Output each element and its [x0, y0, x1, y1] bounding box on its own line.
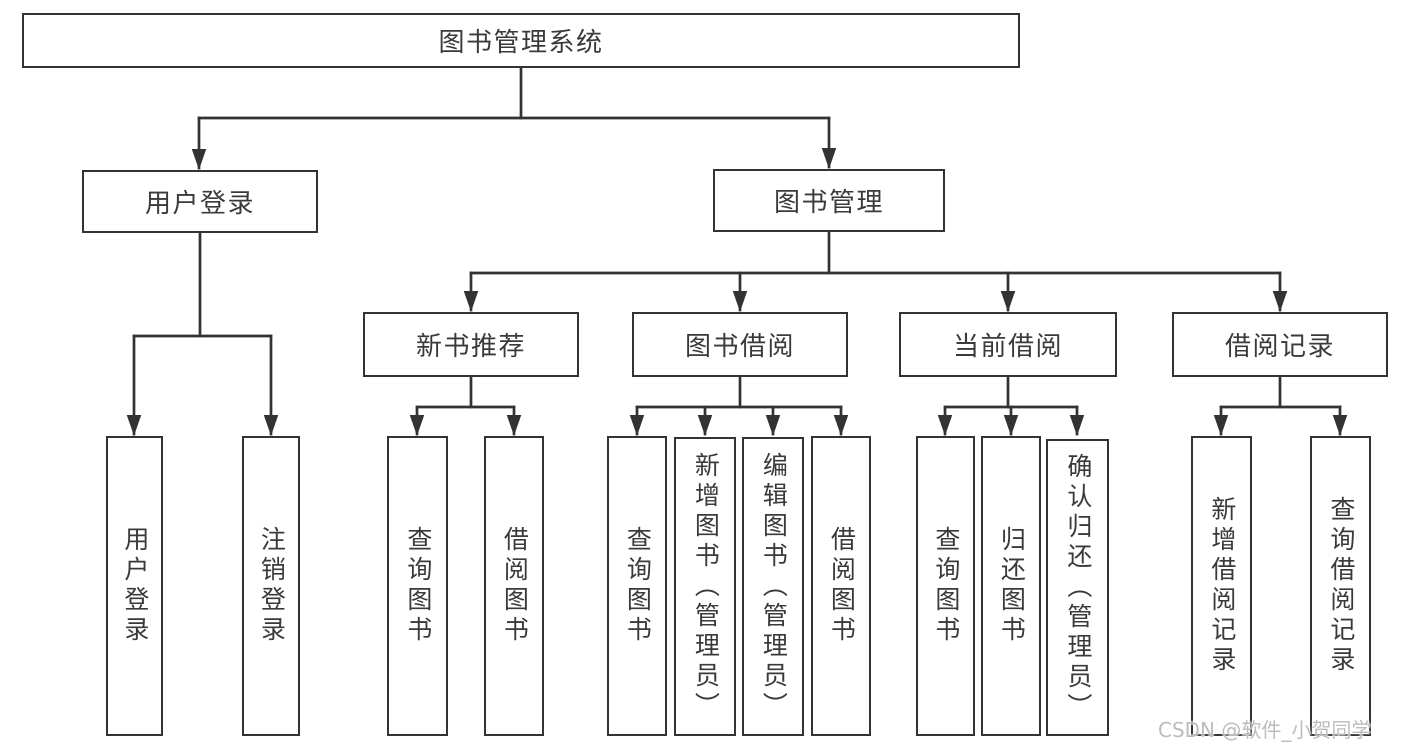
- leaf-logout-label: 注销登录: [257, 526, 287, 646]
- leaf-user-login-label: 用户登录: [120, 526, 150, 646]
- leaf-user-login: 用户登录: [106, 436, 163, 736]
- leaf-nb-borrow: 借阅图书: [484, 436, 544, 736]
- leaf-cb-return: 归还图书: [981, 436, 1041, 736]
- node-borrow-record: 借阅记录: [1172, 312, 1388, 377]
- node-new-book-rec: 新书推荐: [363, 312, 579, 377]
- node-new-book-rec-label: 新书推荐: [415, 332, 526, 362]
- leaf-bb-add-label: 新增图书（管理员）: [691, 451, 721, 722]
- leaf-nb-borrow-label: 借阅图书: [500, 526, 530, 646]
- leaf-bb-query: 查询图书: [607, 436, 667, 736]
- leaf-nb-query-label: 查询图书: [403, 526, 433, 646]
- leaf-bb-borrow: 借阅图书: [811, 436, 871, 736]
- node-current-borrow-label: 当前借阅: [952, 332, 1063, 362]
- leaf-bb-add: 新增图书（管理员）: [674, 437, 736, 736]
- leaf-br-add: 新增借阅记录: [1191, 436, 1252, 736]
- leaf-cb-query-label: 查询图书: [931, 526, 961, 646]
- leaf-nb-query: 查询图书: [387, 436, 448, 736]
- leaf-bb-query-label: 查询图书: [623, 526, 653, 646]
- node-root-label: 图书管理系统: [438, 28, 604, 58]
- leaf-br-query-label: 查询借阅记录: [1326, 496, 1356, 676]
- leaf-cb-confirm: 确认归还（管理员）: [1046, 439, 1109, 736]
- leaf-bb-borrow-label: 借阅图书: [827, 526, 857, 646]
- node-book-mgmt-label: 图书管理: [773, 188, 884, 218]
- node-book-borrow: 图书借阅: [632, 312, 848, 377]
- leaf-br-add-label: 新增借阅记录: [1207, 496, 1237, 676]
- node-user-login: 用户登录: [82, 170, 318, 233]
- leaf-bb-edit-label: 编辑图书（管理员）: [759, 451, 789, 722]
- leaf-cb-confirm-label: 确认归还（管理员）: [1063, 452, 1093, 723]
- leaf-br-query: 查询借阅记录: [1310, 436, 1371, 736]
- node-book-borrow-label: 图书借阅: [684, 332, 795, 362]
- node-root: 图书管理系统: [22, 13, 1020, 68]
- leaf-cb-return-label: 归还图书: [997, 526, 1027, 646]
- node-borrow-record-label: 借阅记录: [1224, 332, 1335, 362]
- leaf-cb-query: 查询图书: [916, 436, 975, 736]
- node-current-borrow: 当前借阅: [899, 312, 1117, 377]
- node-book-mgmt: 图书管理: [713, 169, 945, 232]
- node-user-login-label: 用户登录: [144, 189, 255, 219]
- leaf-bb-edit: 编辑图书（管理员）: [742, 437, 804, 736]
- leaf-logout: 注销登录: [242, 436, 300, 736]
- csdn-watermark: CSDN @软件_小贺同学: [1158, 718, 1372, 742]
